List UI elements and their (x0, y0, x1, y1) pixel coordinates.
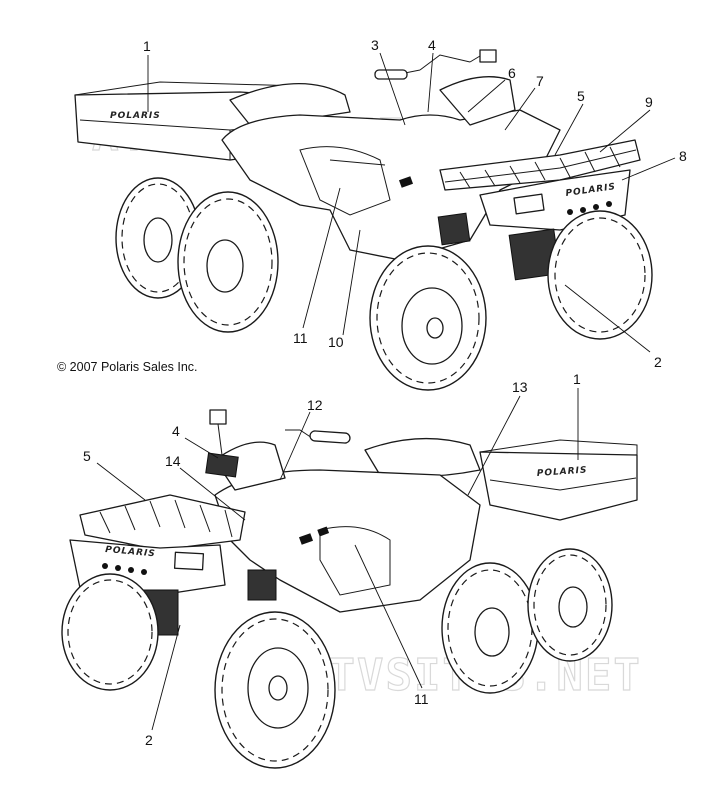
callout-11-bottom: 11 (414, 691, 429, 707)
front-tire-right-top (547, 210, 653, 340)
atv-bottom-view: POLARIS POLARIS (61, 409, 638, 769)
cargo-box-bottom (479, 451, 638, 521)
callout-7-top: 7 (536, 73, 544, 89)
callout-5-bottom: 5 (83, 448, 91, 464)
callout-14-bottom: 14 (165, 453, 181, 469)
front-rack-bottom (79, 494, 246, 551)
cargo-brand-bottom: POLARIS (537, 465, 588, 479)
callout-11-top: 11 (293, 330, 308, 346)
cargo-brand-top: POLARIS (110, 111, 161, 121)
callout-5-top: 5 (577, 88, 585, 104)
callout-6-top: 6 (508, 65, 516, 81)
body-top (221, 109, 561, 261)
callout-4-bottom: 4 (172, 423, 180, 439)
seat-bottom (364, 437, 481, 478)
callout-1-bottom: 1 (573, 371, 581, 387)
atv-top-view: POLARIS POLARIS (74, 49, 653, 391)
callout-1-top: 1 (143, 38, 151, 54)
copyright-text: © 2007 Polaris Sales Inc. (57, 360, 198, 374)
callout-2-bottom: 2 (145, 732, 153, 748)
front-tire-left-bottom (61, 573, 159, 691)
callout-10-top: 10 (328, 334, 344, 350)
callout-4-top: 4 (428, 37, 436, 53)
callout-8-top: 8 (679, 148, 687, 164)
callout-2-top: 2 (654, 354, 662, 370)
callout-12-bottom: 12 (307, 397, 323, 413)
callout-13-bottom: 13 (512, 379, 528, 395)
callouts: 1 3 4 6 7 5 9 8 11 10 2 13 1 12 4 5 (83, 37, 687, 748)
callout-9-top: 9 (645, 94, 653, 110)
callout-3-top: 3 (371, 37, 379, 53)
bumper-brand-bottom: POLARIS (105, 545, 156, 559)
